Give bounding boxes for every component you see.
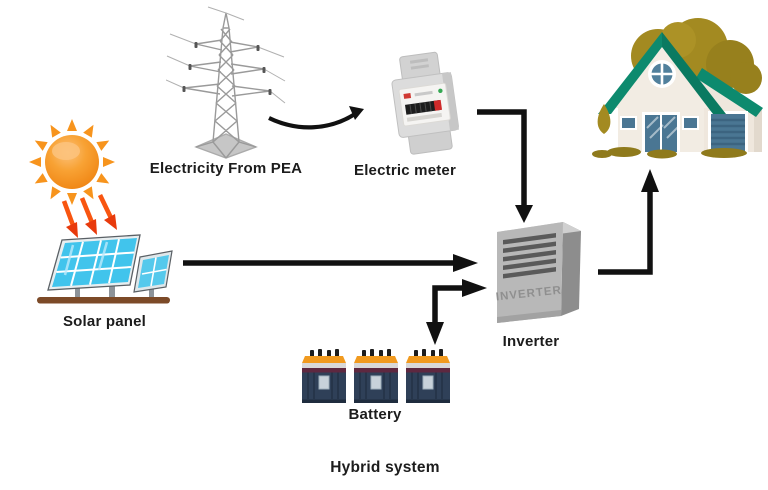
battery-label: Battery xyxy=(348,406,402,423)
sun-icon xyxy=(29,119,115,205)
solar-panel-icon xyxy=(37,234,173,304)
inverter-label: Inverter xyxy=(502,333,560,350)
battery-icon xyxy=(354,349,398,403)
house-icon xyxy=(592,18,763,159)
arrow-inverter-to-house xyxy=(598,192,653,275)
battery-icon xyxy=(302,349,346,403)
arrow-meter-to-inverter xyxy=(477,109,527,207)
solar-panel-label: Solar panel xyxy=(62,313,147,330)
meter-label: Electric meter xyxy=(353,162,457,179)
arrow-tower-to-meter xyxy=(268,112,357,130)
pea-label: Electricity From PEA xyxy=(149,160,303,177)
battery-icon xyxy=(406,349,450,403)
diagram-title: Hybrid system xyxy=(330,459,440,476)
transmission-tower-icon xyxy=(166,6,286,159)
inverter-icon: INVERTER xyxy=(495,222,581,323)
sunbeam-arrows xyxy=(61,194,115,229)
electric-meter-icon xyxy=(391,51,459,155)
arrow-inverter-battery xyxy=(432,285,462,324)
